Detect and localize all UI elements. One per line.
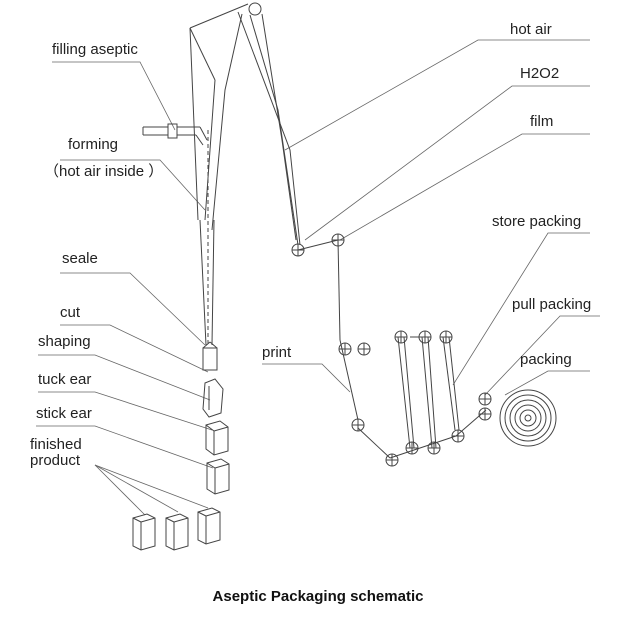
- leader-lines: [36, 39, 600, 516]
- leader-forming: [60, 159, 206, 211]
- rollers: [291, 233, 492, 467]
- packing-reel: [499, 389, 557, 447]
- label-forming: forming: [68, 136, 119, 153]
- label-finished-product-line2: product: [30, 452, 81, 469]
- leader-film: [339, 133, 590, 241]
- leader-pull-packing: [484, 315, 600, 396]
- package-stages: [132, 341, 230, 551]
- filling-pipe: [142, 123, 208, 146]
- top-roller: [248, 2, 262, 16]
- label-seale: seale: [62, 250, 98, 267]
- label-hot-air: hot air: [510, 21, 552, 38]
- leader-seale: [60, 272, 206, 346]
- label-hot-air-inside: （hot air inside ）: [44, 163, 164, 180]
- leader-finished-2: [94, 464, 179, 513]
- leader-print: [262, 363, 351, 393]
- leader-store-packing: [452, 232, 590, 386]
- label-pull-packing: pull packing: [512, 296, 592, 313]
- label-print: print: [262, 344, 292, 361]
- diagram-caption: Aseptic Packaging schematic: [212, 588, 424, 605]
- leader-tuck-ear: [38, 391, 213, 431]
- label-finished-product-line1: finished: [30, 436, 82, 453]
- label-h2o2: H2O2: [520, 65, 560, 82]
- leader-packing: [504, 370, 590, 396]
- label-filling-aseptic: filling aseptic: [52, 41, 138, 58]
- label-cut: cut: [60, 304, 81, 321]
- leader-cut: [60, 324, 209, 373]
- label-stick-ear: stick ear: [36, 405, 92, 422]
- leader-finished-3: [94, 464, 209, 509]
- leader-h2o2: [304, 85, 590, 241]
- leader-finished-1: [94, 464, 146, 516]
- film-path: [189, 2, 487, 459]
- label-film: film: [530, 113, 554, 130]
- leader-shaping: [38, 354, 211, 401]
- label-tuck-ear: tuck ear: [38, 371, 92, 388]
- label-store-packing: store packing: [492, 213, 582, 230]
- label-shaping: shaping: [38, 333, 91, 350]
- label-packing: packing: [520, 351, 572, 368]
- leader-filling-aseptic: [52, 61, 176, 131]
- leader-stick-ear: [36, 425, 214, 469]
- leader-hot-air: [284, 39, 590, 151]
